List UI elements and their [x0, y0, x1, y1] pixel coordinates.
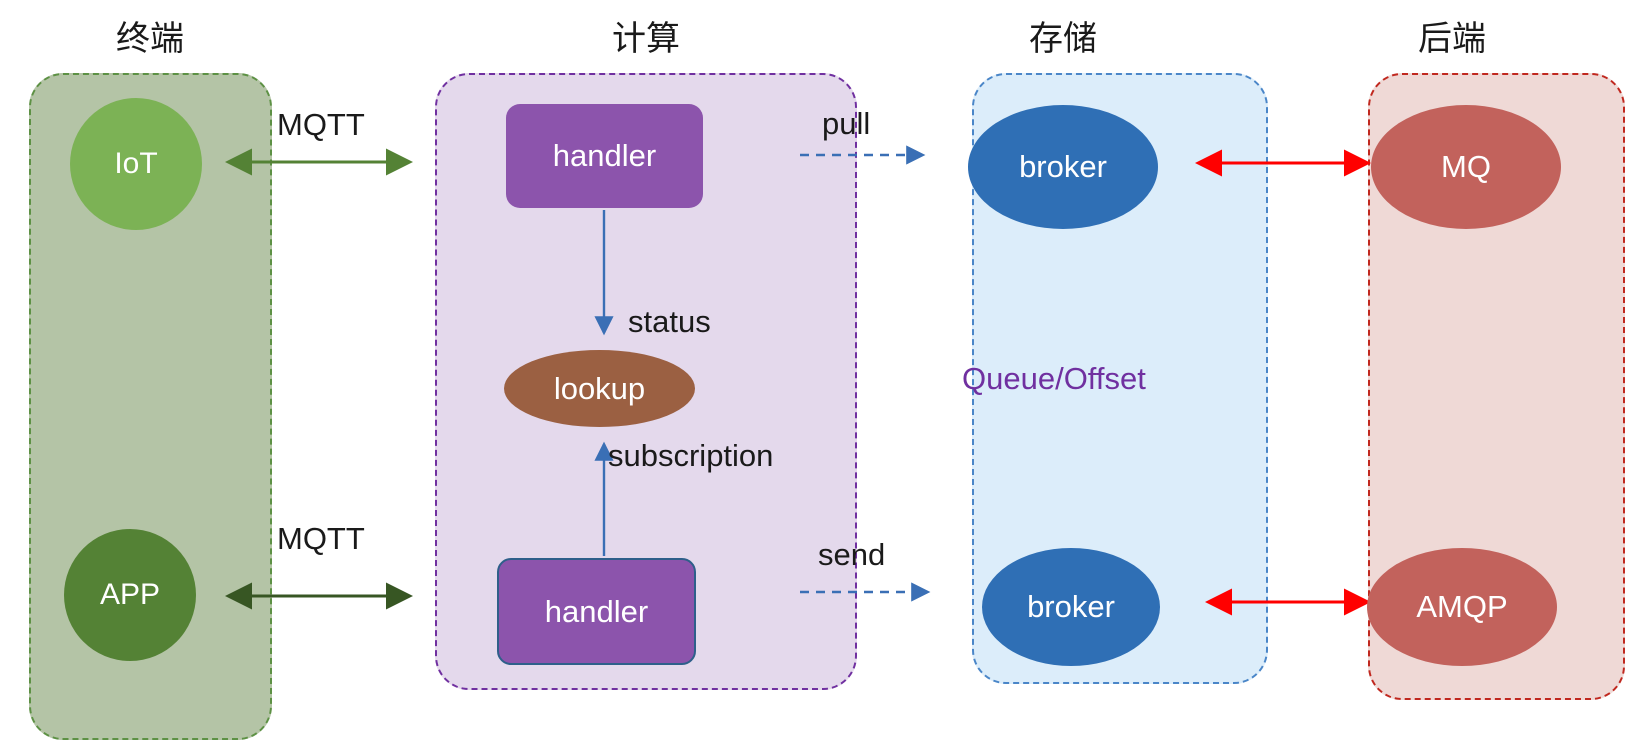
node-label-iot: IoT: [114, 147, 158, 180]
node-amqp[interactable]: AMQP: [1367, 548, 1557, 666]
node-label-broker-bottom: broker: [1027, 589, 1115, 624]
edge-label-status: status: [628, 304, 711, 339]
node-lookup[interactable]: lookup: [504, 350, 695, 427]
node-label-app: APP: [99, 578, 161, 611]
node-label-mq: MQ: [1441, 149, 1491, 184]
column-title-compute: 计算: [612, 19, 680, 59]
edge-label-send: send: [818, 537, 886, 572]
edge-label-subscription: subscription: [608, 438, 774, 473]
zone-note-queue-offset: Queue/Offset: [962, 361, 1146, 396]
node-handler-top[interactable]: handler: [506, 104, 703, 208]
node-broker-top[interactable]: broker: [968, 105, 1158, 229]
node-label-amqp: AMQP: [1416, 589, 1508, 624]
column-title-storage: 存储: [1029, 19, 1097, 59]
edge-label-mqtt-bottom: MQTT: [277, 521, 365, 556]
edge-label-mqtt-top: MQTT: [277, 107, 365, 142]
node-app[interactable]: APP: [64, 529, 196, 661]
column-title-terminal: 终端: [116, 19, 184, 59]
node-broker-bottom[interactable]: broker: [982, 548, 1160, 666]
node-label-broker-top: broker: [1019, 149, 1107, 184]
column-title-backend: 后端: [1418, 19, 1486, 59]
node-iot[interactable]: IoT: [70, 98, 202, 230]
node-label-handler-bottom: handler: [544, 593, 649, 629]
node-handler-bottom[interactable]: handler: [497, 558, 696, 665]
node-label-lookup: lookup: [553, 370, 646, 406]
edge-label-pull: pull: [822, 106, 871, 141]
node-mq[interactable]: MQ: [1371, 105, 1561, 229]
node-label-handler-top: handler: [552, 138, 657, 173]
